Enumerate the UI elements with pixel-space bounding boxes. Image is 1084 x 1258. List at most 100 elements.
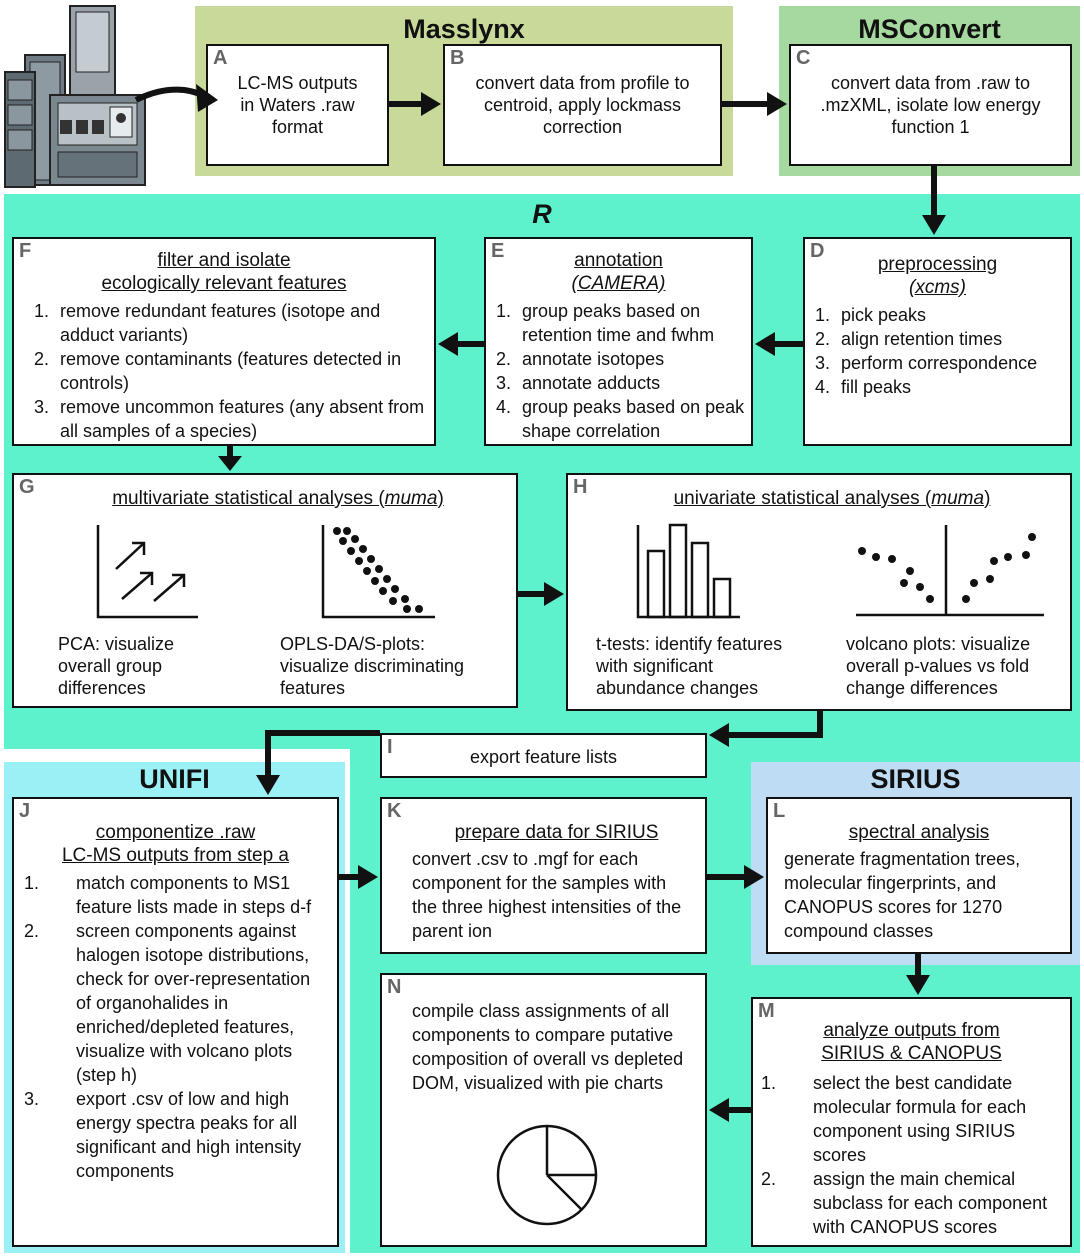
box-i-export-feature-lists: I export feature lists (380, 733, 707, 778)
list-item: 2.screen components against halogen isot… (24, 921, 311, 1085)
s-plot-icon (321, 525, 435, 619)
box-k-prepare-sirius: K prepare data for SIRIUS convert .csv t… (380, 797, 707, 954)
box-b-text: convert data from profile to centroid, a… (449, 72, 716, 138)
text-line: .mzXML, isolate low energy (820, 95, 1041, 115)
text-line: correction (542, 117, 623, 137)
box-d-preprocessing: D preprocessing (xcms) 1.pick peaks 2.al… (803, 237, 1072, 446)
list-item: 2.assign the main chemical subclass for … (761, 1169, 1048, 1237)
box-a-lc-ms-outputs: A LC-MS outputs in Waters .raw format (206, 44, 389, 166)
title-line: SIRIUS & CANOPUS (821, 1043, 1002, 1064)
volcano-caption: volcano plots: visualize overall p-value… (846, 634, 1031, 698)
list-item: 2.remove contaminants (features detected… (34, 349, 402, 393)
box-j-componentize: J componentize .raw LC-MS outputs from s… (12, 797, 339, 1247)
title-line: annotation (574, 250, 663, 271)
step-letter: G (19, 476, 35, 498)
step-letter: M (758, 1000, 775, 1022)
sirius-title: SIRIUS (870, 764, 961, 794)
list-item: 2.annotate isotopes (496, 349, 665, 369)
box-e-title: annotation (CAMERA) (490, 249, 747, 295)
box-f-steps: 1.remove redundant features (isotope and… (34, 299, 430, 443)
step-letter: N (387, 976, 402, 998)
step-letter: C (796, 47, 811, 69)
text-line: centroid, apply lockmass (483, 95, 682, 115)
title-line: preprocessing (877, 254, 998, 275)
title-line: (xcms) (909, 277, 966, 298)
text-line: in Waters .raw (240, 95, 355, 115)
box-k-title: prepare data for SIRIUS (454, 822, 659, 843)
pca-plot-icon (96, 525, 198, 619)
bar-chart-icon (636, 523, 740, 619)
unifi-title: UNIFI (139, 764, 210, 794)
box-n-text: compile class assignments of all compone… (412, 1001, 684, 1093)
box-h-title-text: univariate statistical analyses (muma) (673, 488, 991, 509)
text-line: convert data from .raw to (830, 73, 1031, 93)
box-f-title: filter and isolate ecologically relevant… (18, 249, 430, 295)
title-line: ecologically relevant features (101, 273, 347, 294)
step-letter: D (810, 240, 825, 262)
list-item: 4.group peaks based on peak shape correl… (496, 397, 745, 441)
list-item: 3.annotate adducts (496, 373, 661, 393)
step-letter: B (450, 47, 465, 69)
box-n-compile-classes: N compile class assignments of all compo… (380, 973, 707, 1247)
list-item: 4.fill peaks (815, 377, 912, 397)
box-l-title: spectral analysis (848, 822, 990, 843)
list-item: 3.remove uncommon features (any absent f… (34, 397, 425, 441)
box-m-steps: 1.select the best candidate molecular fo… (761, 1071, 1062, 1239)
box-g-title-text: multivariate statistical analyses (muma) (112, 488, 444, 509)
step-letter: J (19, 800, 31, 822)
list-item: 2.align retention times (815, 329, 1003, 349)
box-h-univariate: H univariate statistical analyses (muma)… (566, 473, 1072, 711)
pie-chart-icon (496, 1124, 598, 1226)
box-c-text: convert data from .raw to .mzXML, isolat… (795, 72, 1066, 138)
list-item: 1.remove redundant features (isotope and… (34, 301, 381, 345)
box-f-filter-features: F filter and isolate ecologically releva… (12, 237, 436, 446)
step-letter: H (573, 476, 588, 498)
box-h-title: univariate statistical analyses (muma) (598, 487, 1066, 510)
step-letter: E (491, 240, 505, 262)
title-line: filter and isolate (157, 250, 291, 271)
arrow-instrument-to-a (134, 86, 206, 103)
box-m-analyze-outputs: M analyze outputs from SIRIUS & CANOPUS … (751, 997, 1072, 1247)
box-m-title: analyze outputs from SIRIUS & CANOPUS (757, 1019, 1066, 1065)
text-line: function 1 (891, 117, 970, 137)
box-d-title: preprocessing (xcms) (809, 253, 1066, 299)
list-item: 3.perform correspondence (815, 353, 1038, 373)
list-item: 1.group peaks based on retention time an… (496, 301, 715, 345)
step-letter: K (387, 800, 402, 822)
volcano-plot-icon (856, 525, 1044, 617)
box-g-multivariate: G multivariate statistical analyses (mum… (12, 473, 518, 708)
title-line: componentize .raw (95, 822, 256, 843)
box-j-steps: 1.match components to MS1 feature lists … (24, 871, 327, 1183)
text-line: LC-MS outputs (237, 73, 358, 93)
box-e-annotation: E annotation (CAMERA) 1.group peaks base… (484, 237, 753, 446)
step-letter: A (213, 47, 228, 69)
title-line: analyze outputs from (823, 1020, 1000, 1041)
box-l-spectral-analysis: L spectral analysis generate fragmentati… (766, 797, 1072, 954)
list-item: 3.export .csv of low and high energy spe… (24, 1089, 302, 1181)
list-item: 1.select the best candidate molecular fo… (761, 1073, 1027, 1165)
box-l-text: generate fragmentation trees, molecular … (784, 849, 1021, 941)
box-d-steps: 1.pick peaks 2.align retention times 3.p… (815, 303, 1064, 399)
box-g-title: multivariate statistical analyses (muma) (44, 487, 512, 510)
pca-caption: PCA: visualize overall group differences (58, 634, 175, 698)
list-item: 1.match components to MS1 feature lists … (24, 873, 312, 917)
box-j-title: componentize .raw LC-MS outputs from ste… (18, 821, 333, 867)
opls-caption: OPLS-DA/S-plots: visualize discriminatin… (280, 634, 465, 698)
box-k-text: convert .csv to .mgf for each component … (412, 849, 682, 941)
box-e-steps: 1.group peaks based on retention time an… (496, 299, 747, 443)
text-line: format (271, 117, 323, 137)
box-i-text: export feature lists (469, 747, 618, 767)
title-line: LC-MS outputs from step a (61, 845, 290, 866)
step-letter: F (19, 240, 32, 262)
step-letter: I (387, 736, 393, 758)
box-b-convert-centroid: B convert data from profile to centroid,… (443, 44, 722, 166)
masslynx-title: Masslynx (403, 14, 525, 44)
list-item: 1.pick peaks (815, 305, 927, 325)
box-a-text: LC-MS outputs in Waters .raw format (212, 72, 383, 138)
title-line: (CAMERA) (571, 273, 666, 294)
text-line: convert data from profile to (475, 73, 690, 93)
step-letter: L (773, 800, 786, 822)
msconvert-title: MSConvert (858, 14, 1001, 44)
box-c-convert-mzxml: C convert data from .raw to .mzXML, isol… (789, 44, 1072, 166)
t-tests-caption: t-tests: identify features with signific… (596, 634, 783, 698)
